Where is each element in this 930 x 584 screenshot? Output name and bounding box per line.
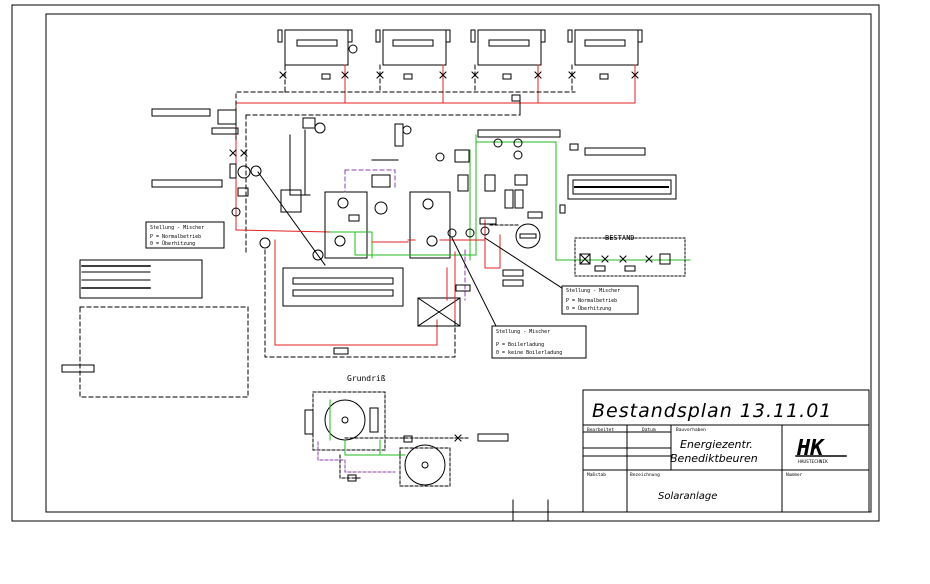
return-loop xyxy=(235,229,456,358)
field-label: Bezeichnung xyxy=(630,472,660,478)
field-label: Nummer xyxy=(786,472,803,478)
field-label: Bauvorhaben xyxy=(676,427,706,433)
legend-line: 0 = Überhitzung xyxy=(150,240,195,247)
legend-mixer-right: Stellung - Mischer P = Normalbetrieb 0 =… xyxy=(561,285,639,315)
outer-frame xyxy=(11,4,880,522)
top-distribution-pipes xyxy=(235,64,639,141)
legend-mixer-left: Stellung - Mischer P = Normalbetrieb 0 =… xyxy=(145,221,225,249)
legend-title: Stellung - Mischer xyxy=(566,288,620,294)
solar-loop xyxy=(329,134,691,261)
red-pipes-right xyxy=(439,219,521,321)
left-riser xyxy=(151,108,326,266)
legend-boiler: Stellung - Mischer P = Boilerladung 0 = … xyxy=(491,325,587,359)
bestand-label: BESTAND xyxy=(605,234,635,242)
project-location: Benediktbeuren xyxy=(670,452,758,465)
consumer-units xyxy=(277,29,643,66)
drawing-name: Solaranlage xyxy=(658,491,717,502)
plan-title: Bestandsplan 13.11.01 xyxy=(592,400,832,422)
field-label: Bearbeitet xyxy=(587,427,614,433)
inner-frame xyxy=(45,13,872,513)
logo-text: HK xyxy=(796,436,825,461)
grundriss-plan: Grundriß xyxy=(304,374,509,487)
legend-title: Stellung - Mischer xyxy=(150,225,204,231)
legend-line: 0 = keine Boilerladung xyxy=(496,350,562,356)
company-logo: HK HAUSTECHNIK xyxy=(795,436,847,465)
grundriss-label: Grundriß xyxy=(347,374,386,383)
legend-title: Stellung - Mischer xyxy=(496,329,550,335)
logo-subtext: HAUSTECHNIK xyxy=(798,459,828,465)
boiler-1 xyxy=(280,117,396,259)
bestand-group: BESTAND xyxy=(574,234,686,277)
boiler-2 xyxy=(371,123,451,259)
legend-line: 0 = Überhitzung xyxy=(566,305,611,312)
field-label: Maßstab xyxy=(587,472,606,478)
central-storage xyxy=(282,267,461,327)
title-block: Bestandsplan 13.11.01 Bearbeitet Datum B… xyxy=(582,389,870,513)
legend-line: P = Normalbetrieb xyxy=(566,298,617,304)
project-name: Energiezentr. xyxy=(680,438,753,451)
field-label: Datum xyxy=(642,427,656,433)
left-panels xyxy=(61,259,249,398)
legend-line: P = Normalbetrieb xyxy=(150,234,201,240)
legend-line: P = Boilerladung xyxy=(496,342,544,348)
right-equipment xyxy=(447,129,677,329)
